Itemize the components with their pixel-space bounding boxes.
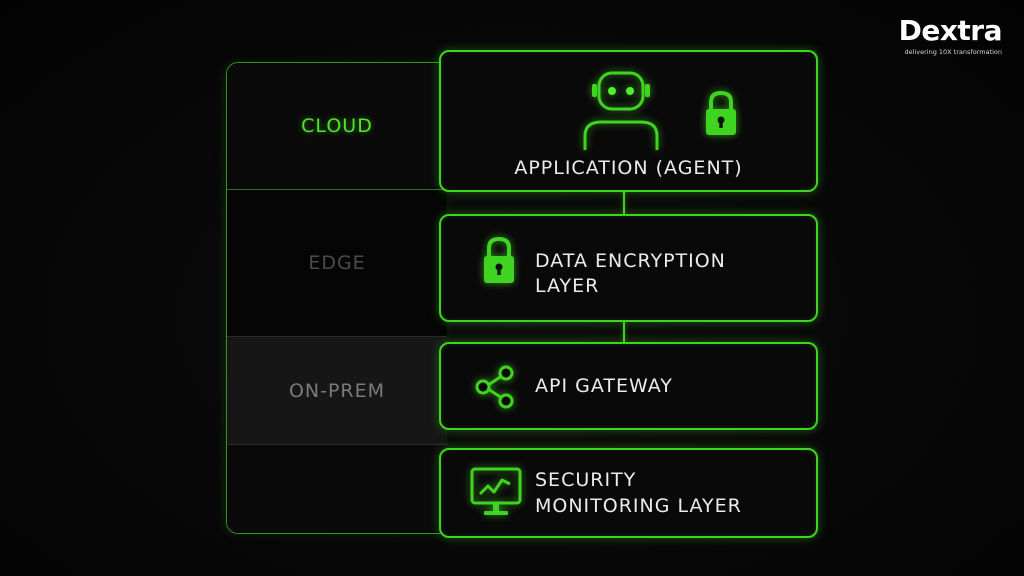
- zone-cloud: CLOUD: [227, 63, 447, 190]
- zone-on-prem: ON-PREM: [227, 337, 447, 445]
- api-gateway-layer: API GATEWAY: [439, 342, 818, 430]
- connector-app-to-encryption: [623, 190, 625, 214]
- encryption-label-line-1: DATA ENCRYPTION: [535, 250, 726, 272]
- encryption-label-line-2: LAYER: [535, 275, 600, 297]
- application-label: APPLICATION (AGENT): [514, 157, 743, 179]
- share-nodes-icon: [473, 365, 517, 409]
- security-label-line-2: MONITORING LAYER: [535, 495, 742, 517]
- brand-name: Dextra: [898, 14, 1003, 47]
- security-label-line-1: SECURITY: [535, 469, 637, 491]
- data-encryption-layer: DATA ENCRYPTION LAYER: [439, 214, 818, 322]
- padlock-icon: [703, 90, 739, 138]
- security-monitoring-layer: SECURITY MONITORING LAYER: [439, 448, 818, 538]
- api-gateway-label: API GATEWAY: [535, 375, 673, 397]
- connector-encryption-to-gateway: [623, 320, 625, 342]
- zone-edge: EDGE: [227, 190, 447, 337]
- monitor-chart-icon: [469, 466, 523, 520]
- padlock-icon: [481, 236, 517, 286]
- brand-tagline: delivering 10X transformation: [904, 48, 1002, 56]
- zone-empty: [227, 445, 447, 533]
- application-agent-layer: APPLICATION (AGENT): [439, 50, 818, 192]
- robot-agent-icon: [579, 70, 673, 152]
- zone-column: CLOUD EDGE ON-PREM: [226, 62, 447, 534]
- brand-logo: Dextra delivering 10X transformation: [886, 14, 1003, 57]
